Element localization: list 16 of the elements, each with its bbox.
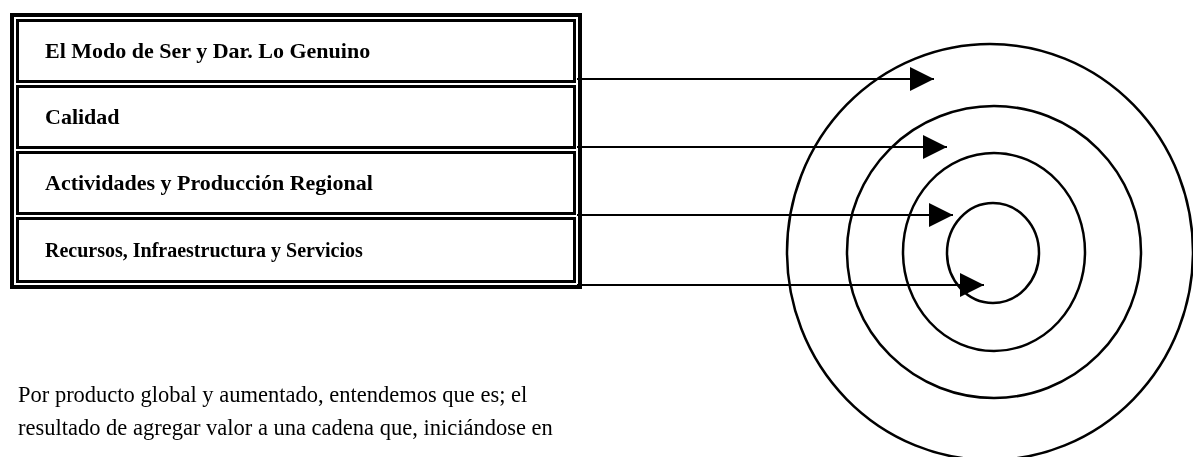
category-label: Actividades y Producción Regional [45, 170, 373, 196]
category-label: El Modo de Ser y Dar. Lo Genuino [45, 38, 371, 64]
category-box [16, 217, 576, 283]
concentric-circle [947, 203, 1039, 303]
category-label: Calidad [45, 104, 120, 130]
concentric-circle [903, 153, 1085, 351]
category-box [16, 151, 576, 215]
paragraph: Por producto global y aumentado, entendemos que es; el resultado de agregar valor a una cadena que, iniciándose en [18, 381, 554, 442]
category-label: Recursos, Infraestructura y Servicios [45, 238, 363, 262]
concentric-circle [847, 106, 1141, 398]
arrow [577, 67, 934, 91]
category-box [16, 85, 576, 149]
category-box [16, 19, 576, 83]
arrow [577, 135, 947, 159]
arrow [577, 273, 984, 297]
arrow [577, 203, 953, 227]
